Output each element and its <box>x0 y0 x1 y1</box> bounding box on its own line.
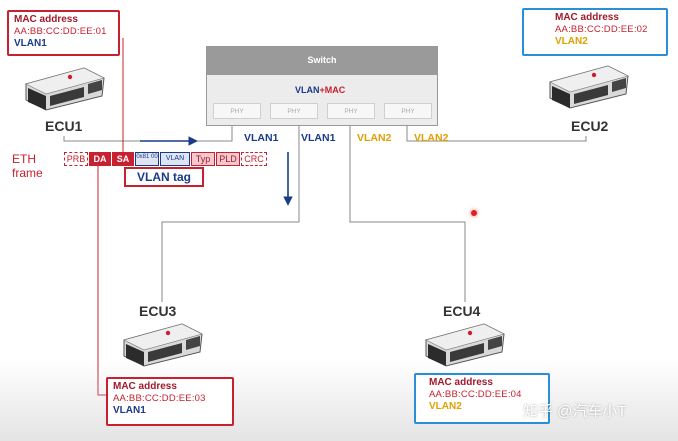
mac-box-vlan: VLAN2 <box>429 401 462 412</box>
eth-frame-label: ETH frame <box>12 152 43 180</box>
mac-box-vlan: VLAN1 <box>113 405 146 416</box>
mac3-pointer <box>97 166 108 396</box>
mac-box-title: MAC address <box>113 381 177 392</box>
frame-field-da: DA <box>89 152 111 166</box>
mac-box-title: MAC address <box>555 12 619 23</box>
mac-box-title: MAC address <box>429 377 493 388</box>
frame-field-sa: SA <box>112 152 134 166</box>
frame-field-tpid: 0x81 00 <box>135 152 159 166</box>
ecu3-device-icon <box>123 323 203 367</box>
ecu4-device-icon <box>425 323 505 367</box>
port-label-2: VLAN1 <box>301 132 336 144</box>
phy-port-2: PHY <box>270 103 318 119</box>
mac-box-vlan: VLAN1 <box>14 38 47 49</box>
frame-field-vlan: VLAN <box>160 152 190 166</box>
ecu2-device-icon <box>549 65 629 109</box>
frame-field-type: Typ <box>191 152 215 166</box>
ecu1-label: ECU1 <box>45 118 83 134</box>
phy-port-4: PHY <box>384 103 432 119</box>
ecu4-link <box>349 126 466 302</box>
mac-box-ecu3: MAC address AA:BB:CC:DD:EE:03 VLAN1 <box>106 377 234 426</box>
mac-box-address: AA:BB:CC:DD:EE:01 <box>14 26 107 37</box>
switch-vlan-mac-label: VLAN+MAC <box>295 85 345 95</box>
frame-field-crc: CRC <box>241 152 267 166</box>
port-label-1: VLAN1 <box>244 132 279 144</box>
switch-title: Switch <box>207 47 437 75</box>
frame-field-payload: PLD <box>216 152 240 166</box>
ecu1-link <box>63 126 233 142</box>
mac-box-vlan: VLAN2 <box>555 36 588 47</box>
mac-box-ecu2: MAC address AA:BB:CC:DD:EE:02 VLAN2 <box>522 8 668 56</box>
ecu2-link <box>406 126 587 142</box>
eth-label-line1: ETH <box>12 152 36 166</box>
ecu3-label: ECU3 <box>139 303 177 319</box>
frame-field-prb: PRB <box>64 152 88 166</box>
mac-box-address: AA:BB:CC:DD:EE:02 <box>555 24 648 35</box>
mac-box-ecu4: MAC address AA:BB:CC:DD:EE:04 VLAN2 <box>414 373 550 424</box>
watermark-text: 知乎 @汽车小T <box>523 403 627 420</box>
port-label-4: VLAN2 <box>414 132 449 144</box>
phy-port-1: PHY <box>213 103 261 119</box>
ecu3-link <box>161 126 300 302</box>
switch-block: Switch VLAN+MAC PHY PHY PHY PHY <box>206 46 438 126</box>
ecu4-label: ECU4 <box>443 303 481 319</box>
mac-box-address: AA:BB:CC:DD:EE:03 <box>113 393 206 404</box>
mac-box-title: MAC address <box>14 14 78 25</box>
mac-box-ecu1: MAC address AA:BB:CC:DD:EE:01 VLAN1 <box>7 10 120 56</box>
pointer-dot <box>471 210 477 216</box>
mac-box-address: AA:BB:CC:DD:EE:04 <box>429 389 522 400</box>
switch-center-vlan: VLAN <box>295 85 320 95</box>
switch-center-mac: MAC <box>324 85 346 95</box>
ecu2-label: ECU2 <box>571 118 609 134</box>
ecu1-device-icon <box>25 67 105 111</box>
phy-port-3: PHY <box>327 103 375 119</box>
switch-center-plus: + <box>319 85 325 95</box>
vlan-tag-callout: VLAN tag <box>124 167 204 187</box>
eth-frame-fields: PRB DA SA 0x81 00 VLAN Typ PLD CRC <box>64 152 268 166</box>
port-label-3: VLAN2 <box>357 132 392 144</box>
eth-label-line2: frame <box>12 166 43 180</box>
